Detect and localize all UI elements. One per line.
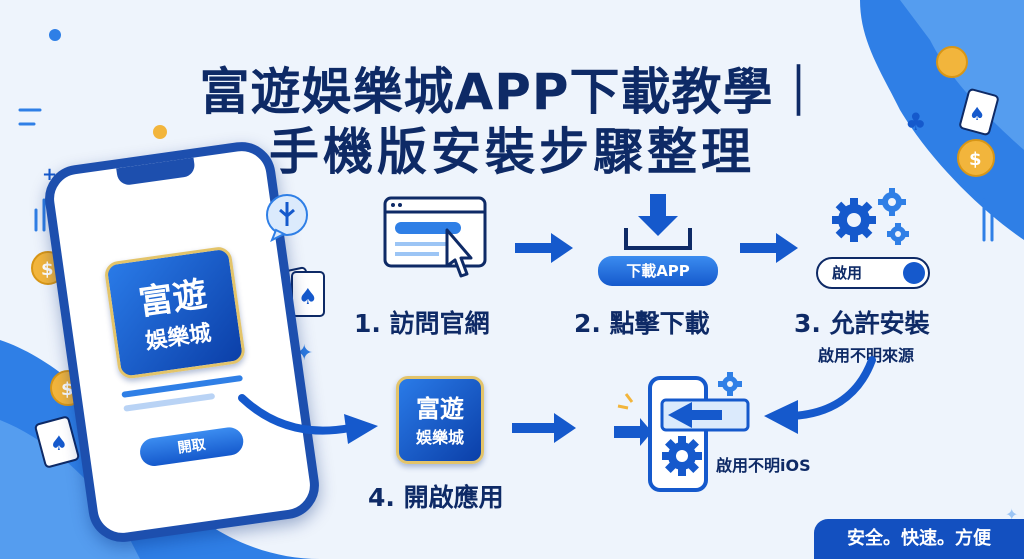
svg-text:♠: ♠ [50,431,68,455]
enable-toggle[interactable]: 啟用 [816,257,930,289]
step4-label: 4. 開啟應用 [368,483,504,512]
download-icon [624,194,692,250]
phone-settings-icon [614,372,750,492]
step3-label: 3. 允許安裝 [794,309,930,338]
svg-text:$: $ [969,149,982,170]
step4-icon-line2: 娛樂城 [415,428,464,447]
svg-text:♣: ♣ [905,108,927,136]
step4-icon-line1: 富遊 [416,395,464,423]
svg-text:$: $ [41,259,54,280]
arrow-right-icon [515,233,573,263]
arrow-right-icon [512,413,576,443]
step1-label: 1. 訪問官網 [354,309,490,338]
enable-toggle-label: 啟用 [832,264,863,282]
svg-text:♠: ♠ [298,285,318,310]
arrow-right-icon [740,233,798,263]
download-app-button[interactable]: 下載APP [598,256,718,286]
page-title-line1: 富遊娛樂城APP下載教學｜ [199,63,825,121]
curved-arrow-left-icon [764,356,876,434]
ios-label: 啟用不明iOS [716,456,811,475]
step2-label: 2. 點擊下載 [574,309,710,338]
phone-open-button[interactable]: 開取 [138,425,246,468]
phone-app-icon: 富遊 娛樂城 [103,245,247,381]
settings-gear-icon [832,188,909,245]
browser-window-icon [383,196,487,278]
step4-app-icon: 富遊 娛樂城 [396,376,484,464]
chat-bubble-icon [266,194,308,242]
toggle-knob [903,262,925,284]
page-title-line2: 手機版安裝步驟整理 [269,123,755,181]
svg-text:♠: ♠ [969,104,985,125]
curved-arrow-icon [238,394,378,444]
step3-sublabel: 啟用不明來源 [818,346,915,365]
footer-tagline: 安全。快速。方便 [814,519,1024,559]
